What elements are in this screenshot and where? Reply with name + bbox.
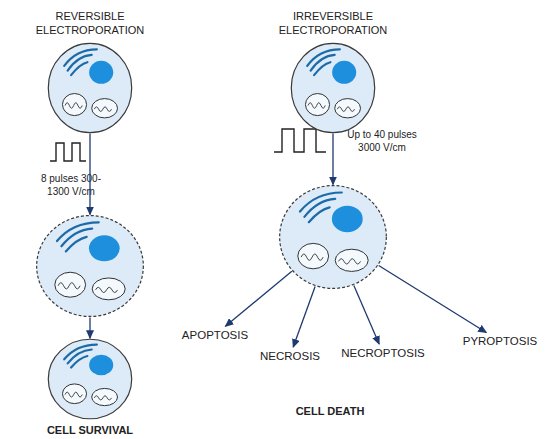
pulse-parameters: Up to 40 pulses 3000 V/cm [338,128,426,154]
mitochondrion-cristae [337,107,354,112]
outcome-label: NECROPTOSIS [338,345,428,361]
mitochondrion [92,278,125,300]
cell-membrane [280,186,387,289]
pulse-parameters: 8 pulses 300-1300 V/cm [33,172,109,198]
cell-nucleus [332,206,363,233]
pulse-symbol [50,141,90,163]
permeabilized-cell [278,184,388,290]
mitochondrion-cristae [308,103,325,109]
flow-arrow [293,286,315,347]
outcome-node: PYROPTOSIS [460,333,540,349]
mitochondrion-cristae [301,254,323,260]
flow-arrow [89,134,90,215]
cell-node: IRREVERSIBLE ELECTROPORATION [290,42,376,134]
outcome-node: APOPTOSIS [175,327,255,343]
square-wave [274,129,326,152]
endoplasmic-reticulum [66,237,87,252]
mitochondrion [335,249,368,271]
cell-membrane [48,339,131,419]
cell-outline [35,214,145,318]
outcome-node: NECROPTOSIS [338,345,428,361]
endoplasmic-reticulum [71,62,87,75]
mitochondrion [62,94,86,116]
mitochondrion [55,272,86,297]
flow-arrow [225,271,291,326]
mitochondrion-cristae [65,103,82,109]
mitochondrion-cristae [339,259,361,264]
cell-outline [278,184,388,290]
endoplasmic-reticulum [71,356,87,367]
pulse-symbol [274,128,330,154]
cell-heading: IRREVERSIBLE ELECTROPORATION [265,9,401,37]
cell-membrane [37,216,144,317]
cell-node: CELL SURVIVAL [47,338,133,420]
flow-arrow [89,317,90,338]
endoplasmic-reticulum [314,62,330,75]
outcome-group-label: CELL DEATH [290,404,370,418]
mitochondrion-cristae [94,396,111,400]
outcome-node: NECROSIS [250,348,330,364]
mitochondrion-cristae [65,392,82,397]
mitochondrion [92,388,118,405]
flow-arrow [354,285,379,344]
cell-heading: REVERSIBLE ELECTROPORATION [22,9,158,37]
square-wave [50,143,86,161]
mitochondrion [62,384,86,404]
endoplasmic-reticulum [309,207,330,222]
mitochondrion-cristae [96,287,118,292]
cell-membrane [48,43,131,132]
permeabilized-cell [35,214,145,318]
mitochondrion-cristae [94,107,111,112]
outcome-label: APOPTOSIS [179,327,251,343]
cell-nucleus [89,61,113,84]
cell-outline [47,338,133,420]
flow-arrow [379,265,487,332]
mitochondrion [298,243,329,268]
mitochondrion [305,94,329,116]
cell-heading: CELL SURVIVAL [22,423,158,437]
cell-node: REVERSIBLE ELECTROPORATION [47,42,133,134]
mitochondrion [92,99,118,118]
cell-outline [290,42,376,134]
cell-nucleus [332,61,356,84]
mitochondrion [335,99,361,118]
cell-nucleus [89,235,120,261]
cell-nucleus [89,355,113,376]
outcome-label: NECROSIS [257,348,323,364]
flow-arrow [332,134,333,185]
mitochondrion-cristae [58,283,80,289]
cell-outline [47,42,133,134]
cell-membrane [291,43,374,132]
outcome-label: PYROPTOSIS [460,333,541,349]
